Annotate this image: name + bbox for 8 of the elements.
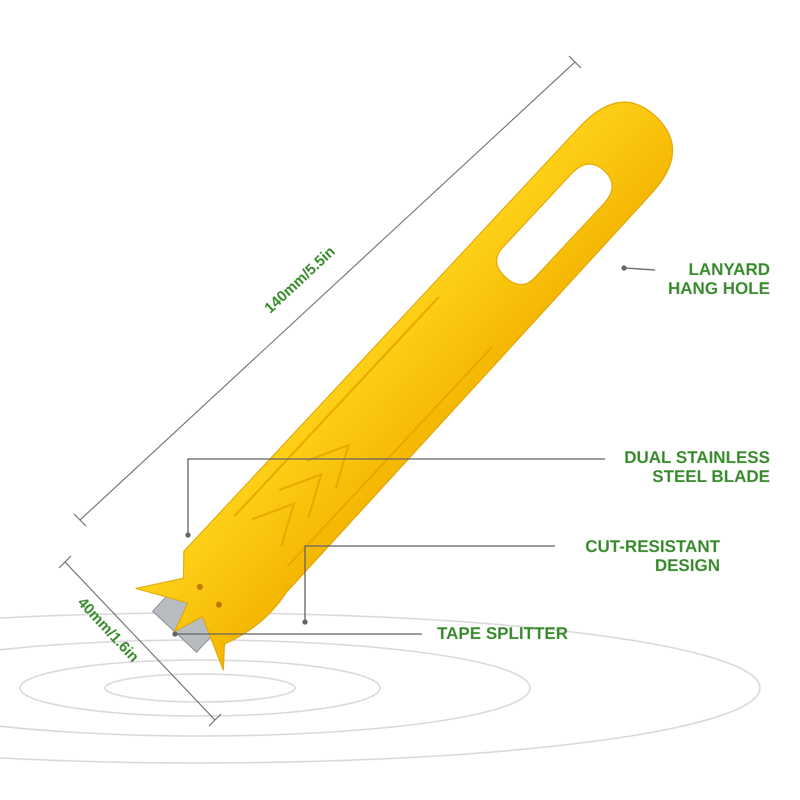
callout-label: TAPE SPLITTER	[428, 624, 568, 643]
callout-label: CUT-RESISTANT DESIGN	[560, 537, 720, 575]
callout-label: LANYARD HANG HOLE	[660, 260, 770, 298]
leader-line	[172, 631, 422, 637]
leader-line	[302, 545, 555, 625]
callout-label: DUAL STAINLESS STEEL BLADE	[608, 448, 770, 486]
leader-line	[621, 265, 656, 271]
leader-line	[185, 458, 605, 538]
